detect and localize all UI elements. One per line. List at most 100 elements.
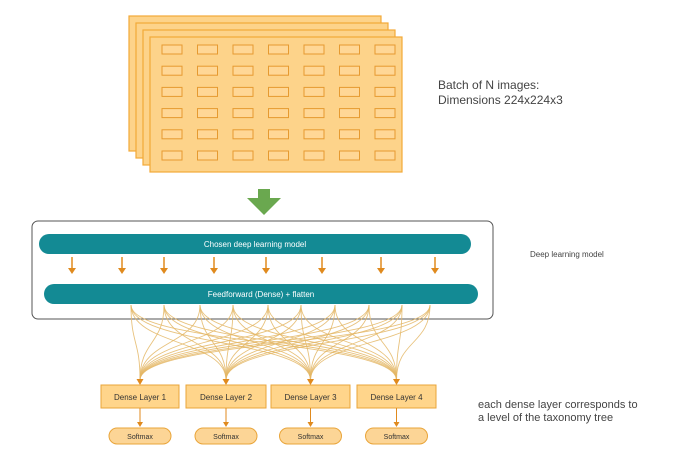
image-cell: [232, 150, 254, 161]
image-cell: [268, 44, 289, 55]
image-cell: [197, 44, 218, 55]
image-cell: [374, 65, 396, 76]
softmax-label: Softmax: [127, 434, 153, 441]
image-cell: [161, 86, 183, 97]
image-cell: [339, 44, 360, 55]
arrow-head-icon: [118, 268, 126, 274]
image-cell: [339, 108, 360, 119]
dense-layer-label: Dense Layer 2: [200, 393, 253, 402]
arrow-head-icon: [318, 268, 326, 274]
image-cell: [197, 150, 218, 161]
feedforward-flatten-layer: [44, 284, 478, 304]
image-cell: [268, 86, 289, 97]
image-cell: [303, 129, 325, 140]
down-arrow-icon: [247, 189, 281, 215]
chosen-model-layer: [39, 234, 471, 254]
softmax-box: [194, 427, 258, 445]
image-cell: [232, 129, 254, 140]
connection-line: [310, 304, 370, 381]
connection-line: [310, 304, 403, 381]
image-cell: [303, 86, 325, 97]
image-cell: [374, 150, 396, 161]
connection-line: [163, 304, 311, 381]
dense-connections: [130, 304, 431, 385]
softmax-box: [108, 427, 172, 445]
batch-caption-line1: Batch of N images:: [438, 78, 540, 92]
connection-line: [139, 304, 234, 381]
connection-line: [130, 304, 141, 381]
arrow-head-icon: [431, 268, 439, 274]
dense-layer-caption: each dense layer corresponds to a level …: [478, 399, 638, 425]
dense-layer-label: Dense Layer 1: [114, 393, 167, 402]
arrow-head-icon: [393, 422, 400, 427]
connection-line: [368, 304, 397, 381]
image-cell: [268, 129, 289, 140]
deep-learning-model-caption: Deep learning model: [530, 250, 604, 259]
connection-line: [139, 304, 201, 381]
image-cell: [374, 129, 396, 140]
image-cell: [303, 65, 325, 76]
arrow-head-icon: [68, 268, 76, 274]
connection-line: [334, 304, 397, 381]
batch-caption-line2: Dimensions 224x224x3: [438, 93, 563, 107]
connection-line: [232, 304, 397, 381]
image-cell: [303, 44, 325, 55]
connection-line: [225, 304, 269, 381]
connection-line: [267, 304, 397, 381]
chosen-model-label: Chosen deep learning model: [204, 240, 307, 249]
arrow-head-icon: [137, 422, 143, 427]
dense-layer-label: Dense Layer 3: [284, 393, 337, 402]
image-cell: [268, 65, 289, 76]
image-cell: [339, 129, 360, 140]
image-cell: [161, 108, 183, 119]
image-cell: [197, 86, 218, 97]
connection-line: [396, 304, 431, 381]
connection-line: [396, 304, 403, 381]
image-cell: [161, 44, 183, 55]
layer-connectors: [68, 257, 439, 274]
image-cell: [268, 150, 289, 161]
image-cell: [197, 65, 218, 76]
softmax-label: Softmax: [213, 434, 239, 441]
connection-line: [225, 304, 431, 381]
connection-line: [139, 304, 431, 381]
connection-line: [310, 304, 431, 381]
connection-line: [267, 304, 311, 381]
feedforward-flatten-label: Feedforward (Dense) + flatten: [208, 290, 315, 299]
connection-line: [199, 304, 227, 381]
image-cell: [303, 150, 325, 161]
batch-caption: Batch of N images: Dimensions 224x224x3: [438, 78, 563, 108]
image-cell: [339, 86, 360, 97]
connection-line: [199, 304, 397, 381]
arrow-head-icon: [262, 268, 270, 274]
image-cell: [197, 129, 218, 140]
image-cell: [303, 108, 325, 119]
connection-line: [130, 304, 227, 381]
image-cell: [374, 44, 396, 55]
connection-line: [139, 304, 165, 381]
connection-line: [300, 304, 311, 381]
image-cell: [374, 108, 396, 119]
softmax-box: [365, 427, 428, 445]
image-cell: [161, 65, 183, 76]
softmax-label: Softmax: [298, 434, 324, 441]
image-cell: [232, 86, 254, 97]
connection-line: [225, 304, 234, 381]
arrow-head-icon: [393, 379, 400, 385]
image-card: [149, 36, 403, 173]
connection-line: [232, 304, 311, 381]
image-cell: [268, 108, 289, 119]
image-cell: [161, 129, 183, 140]
image-batch-stack: [128, 15, 403, 173]
image-cell: [161, 150, 183, 161]
connection-line: [139, 304, 269, 381]
dense-caption-line2: a level of the taxonomy tree: [478, 412, 614, 424]
arrow-head-icon: [222, 379, 230, 385]
arrow-head-icon: [136, 379, 144, 385]
image-cell: [232, 65, 254, 76]
connection-line: [130, 304, 311, 381]
connection-line: [310, 304, 336, 381]
